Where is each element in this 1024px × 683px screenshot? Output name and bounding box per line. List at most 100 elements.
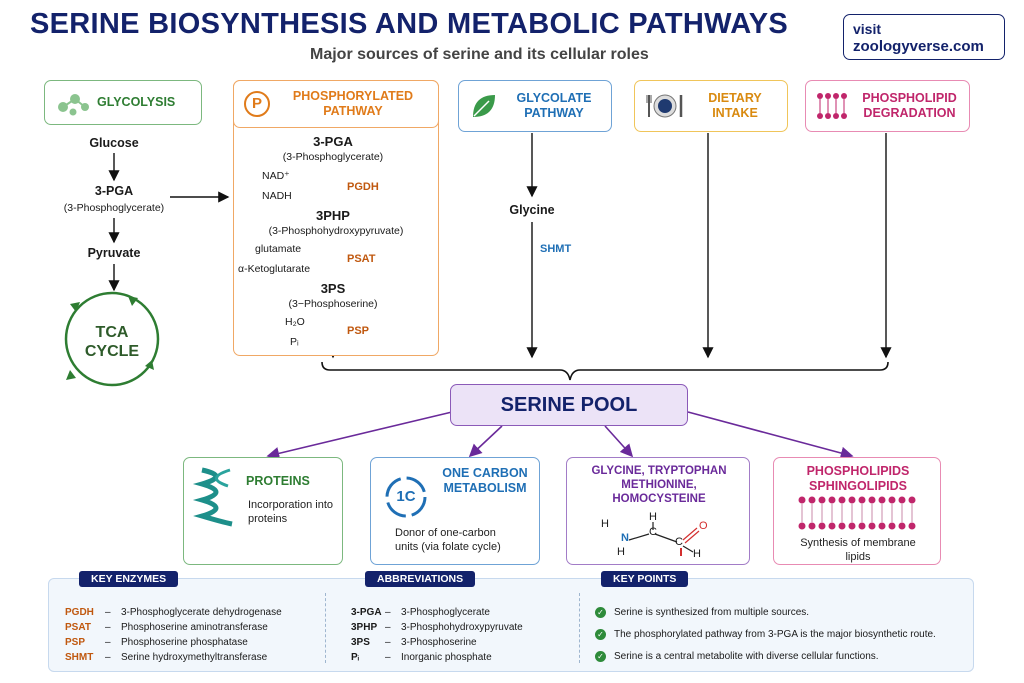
glucose-label: Glucose (89, 136, 139, 150)
glutamate-label: glutamate (255, 243, 302, 255)
check-icon: ✓ (595, 629, 606, 640)
glycine-label: Glycine (509, 203, 555, 217)
output-amino-acids: GLYCINE, TRYPTOPHAN METHIONINE, HOMOCYST… (566, 457, 750, 565)
output-one-carbon-desc-2: units (via folate cycle) (395, 541, 501, 553)
source-dietary-label-1: DIETARY (708, 91, 762, 105)
phospho-pga-full: (3-Phosphoglycerate) (282, 151, 384, 163)
abbr-name: 3-Phosphoserine (401, 637, 477, 648)
arrow-pool-glycine (604, 425, 634, 458)
output-proteins-desc: Incorporation into proteins (248, 498, 333, 526)
nad-label: NAD⁺ (262, 170, 290, 182)
tca-arrowhead (66, 370, 76, 380)
output-one-carbon-desc: Donor of one-carbon units (via folate cy… (395, 526, 501, 554)
abbr-key: Pᵢ (351, 652, 360, 663)
source-phosphorylated: P PHOSPHORYLATED PATHWAY (233, 80, 439, 128)
tca-arrowhead (128, 296, 138, 306)
ps-label: 3PS (320, 281, 346, 296)
source-glycolysis-label: GLYCOLYSIS (97, 95, 176, 109)
php-full-label: (3-Phosphohydroxypyruvate) (268, 225, 404, 237)
water-label: H₂O (285, 316, 305, 328)
legend-divider (325, 593, 326, 663)
mol-c-1: C (649, 526, 657, 538)
pyruvate-label: Pyruvate (87, 246, 141, 260)
enzyme-row: PSAT–Phosphoserine aminotransferase (65, 622, 268, 634)
output-phospholipids-desc-2: lipids (845, 551, 871, 563)
abbr-key: 3PHP (351, 622, 378, 633)
key-points-header: KEY POINTS (601, 571, 689, 587)
abbr-row: 3PS –3-Phosphoserine (351, 637, 477, 649)
key-point: ✓ The phosphorylated pathway from 3-PGA i… (595, 629, 936, 641)
abbr-key: 3-PGA (351, 607, 382, 618)
mol-h-1: H (601, 518, 609, 530)
legend-panel: KEY ENZYMES PGDH–3-Phosphoglycerate dehy… (48, 571, 974, 672)
key-enzymes-header: KEY ENZYMES (79, 571, 179, 587)
one-carbon-icon-text: 1C (396, 488, 416, 505)
mol-h-4: H (693, 548, 701, 560)
enzyme-pgdh: PGDH (347, 181, 379, 193)
enzyme-abbr: SHMT (65, 652, 94, 663)
enzyme-row: SHMT–Serine hydroxymethyltransferase (65, 652, 267, 664)
source-phosphorylated-label-1: PHOSPHORYLATED (292, 89, 414, 103)
tca-label-1: TCA (95, 324, 129, 341)
phosphate-p-icon: P (244, 91, 270, 117)
enzyme-abbr: PGDH (65, 607, 94, 618)
enzyme-abbr: PSAT (65, 622, 91, 633)
output-one-carbon-title: ONE CARBON METABOLISM (435, 466, 535, 496)
output-amino-acids-title: GLYCINE, TRYPTOPHAN METHIONINE, HOMOCYST… (567, 464, 751, 506)
tca-label-2: CYCLE (84, 343, 140, 360)
abbr-sep: – (385, 652, 391, 663)
output-amino-acids-title-3: HOMOCYSTEINE (612, 493, 706, 505)
abbr-key: 3PS (351, 637, 370, 648)
source-glycolate: GLYCOLATE PATHWAY (458, 80, 612, 132)
key-point-text: The phosphorylated pathway from 3-PGA is… (614, 629, 936, 641)
arrow-pool-onecarbon (468, 425, 503, 458)
source-glycolysis: GLYCOLYSIS (44, 80, 202, 125)
one-carbon-cycle-icon (385, 476, 427, 518)
legend-divider (579, 593, 580, 663)
output-proteins-title: PROTEINS (246, 474, 310, 488)
abbr-sep: – (385, 637, 391, 648)
abbr-name: 3-Phosphohydroxypyruvate (401, 622, 523, 633)
glycine-structure-icon (628, 522, 700, 556)
arrow-pool-proteins (266, 411, 453, 460)
pga-full-label: (3-Phosphoglycerate) (63, 202, 165, 214)
enzyme-row: PSP–Phosphoserine phosphatase (65, 637, 248, 649)
check-icon: ✓ (595, 651, 606, 662)
leaf-icon (473, 95, 495, 117)
abbr-sep: – (385, 622, 391, 633)
tca-cycle-ring (64, 291, 160, 387)
tca-cycle-label: TCA CYCLE (82, 323, 142, 361)
alpha-ketoglutarate-label: α-Ketoglutarate (238, 263, 311, 275)
enzyme-sep: – (105, 607, 111, 618)
source-glycolate-label-1: GLYCOLATE (516, 91, 592, 105)
output-proteins-desc-1: Incorporation into (248, 499, 333, 511)
output-phospholipids: PHOSPHOLIPIDS SPHINGOLIPIDS Synthesis of… (773, 457, 941, 565)
abbr-row: Pᵢ–Inorganic phosphate (351, 652, 492, 664)
abbreviations-header: ABBREVIATIONS (365, 571, 476, 587)
website-link[interactable]: visit zoologyverse.com (843, 14, 1005, 60)
nadh-label: NADH (262, 190, 292, 202)
pga-label: 3-PGA (94, 184, 134, 198)
enzyme-name: Phosphoserine aminotransferase (121, 622, 268, 633)
output-proteins: PROTEINS Incorporation into proteins (183, 457, 343, 565)
ps-full-label: (3−Phosphoserine) (288, 298, 378, 310)
mol-o: O (699, 520, 708, 532)
mol-c-2: C (675, 536, 683, 548)
source-phospholipid-label-2: DEGRADATION (863, 106, 956, 120)
enzyme-shmt: SHMT (540, 243, 572, 255)
mol-h-3: H (649, 511, 657, 523)
mol-h-2: H (617, 546, 625, 558)
key-point-text: Serine is a central metabolite with dive… (614, 651, 879, 663)
source-dietary-label-2: INTAKE (712, 106, 758, 120)
enzyme-sep: – (105, 652, 111, 663)
abbr-row: 3-PGA–3-Phosphoglycerate (351, 607, 490, 619)
phospho-pga-label: 3-PGA (313, 134, 353, 149)
key-point: ✓ Serine is a central metabolite with div… (595, 651, 879, 663)
check-icon: ✓ (595, 607, 606, 618)
source-phospholipid-label-1: PHOSPHOLIPID (862, 91, 957, 105)
protein-helix-icon (192, 467, 233, 527)
enzyme-sep: – (105, 637, 111, 648)
enzyme-psat: PSAT (347, 253, 376, 265)
membrane-bilayer-icon (798, 496, 916, 530)
output-one-carbon-title-2: METABOLISM (443, 481, 527, 495)
